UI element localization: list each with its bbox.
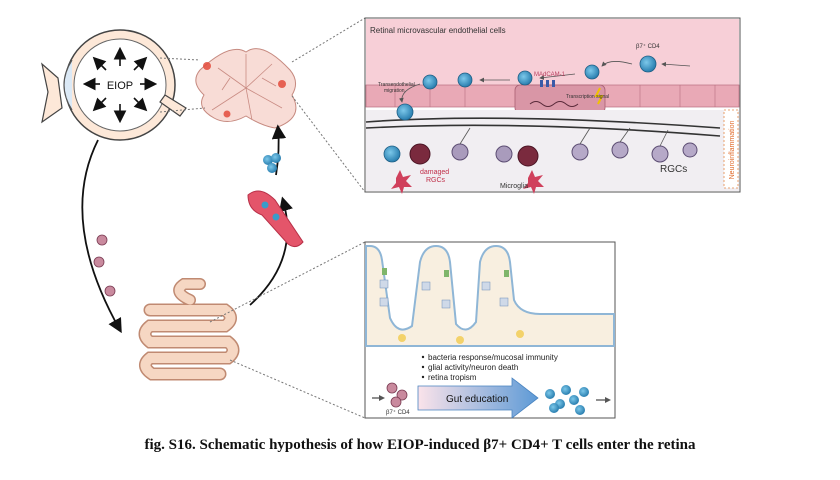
cycle-arrows: [81, 124, 293, 334]
gut-bullet: bacteria response/mucosal immunity: [428, 353, 558, 362]
healthy-rgc-icon: [571, 141, 698, 163]
gut-education-label: Gut education: [446, 394, 508, 405]
circulating-cells-icon: [93, 234, 116, 297]
tcell-cluster-icon: [263, 153, 281, 173]
villi-icon: [365, 244, 615, 347]
neuroinflammation-label: Neuroinflammation: [729, 121, 736, 180]
microglia-label: Microglia: [500, 183, 528, 190]
madcam-label: MAdCAM-1: [534, 72, 566, 78]
naive-cells-icon: [386, 382, 408, 408]
intestine-icon: [138, 278, 240, 381]
endothelial-layer: [365, 84, 740, 114]
transcription-label: Transcription signal: [566, 94, 609, 100]
damaged-label-2: RGCs: [426, 177, 446, 184]
gut-panel: bacteria response/mucosal immunity glial…: [364, 241, 616, 419]
rgcs-label: RGCs: [660, 164, 687, 175]
migration-label-2: migration: [384, 88, 405, 94]
damaged-rgc-icon: [383, 143, 539, 167]
retina-cell-label: β7⁺ CD4: [636, 43, 660, 50]
figure-caption: fig. S16. Schematic hypothesis of how EI…: [144, 437, 696, 453]
migration-label-1: Transendothelial: [378, 82, 415, 88]
retina-panel-title: Retinal microvascular endothelial cells: [370, 26, 506, 35]
tcell-icon: [396, 55, 657, 121]
blood-vessel-icon: [247, 190, 304, 248]
gut-bullet: retina tropism: [428, 373, 477, 382]
gut-education-arrow: [417, 377, 539, 419]
eiop-label: EIOP: [107, 80, 133, 92]
retina-panel: Retinal microvascular endothelial cells …: [364, 17, 741, 194]
connector-lines: [159, 17, 366, 419]
gut-bullet-list: bacteria response/mucosal immunity glial…: [421, 353, 558, 382]
gut-bullet: glial activity/neuron death: [428, 363, 518, 372]
retina-flatmount-icon: [195, 48, 297, 129]
damaged-label-1: damaged: [420, 169, 449, 176]
gut-cell-label: β7⁺ CD4: [386, 409, 410, 416]
eye-icon: EIOP: [41, 29, 187, 141]
educated-tcells-icon: [545, 385, 589, 415]
microglia-icon: [391, 170, 544, 194]
